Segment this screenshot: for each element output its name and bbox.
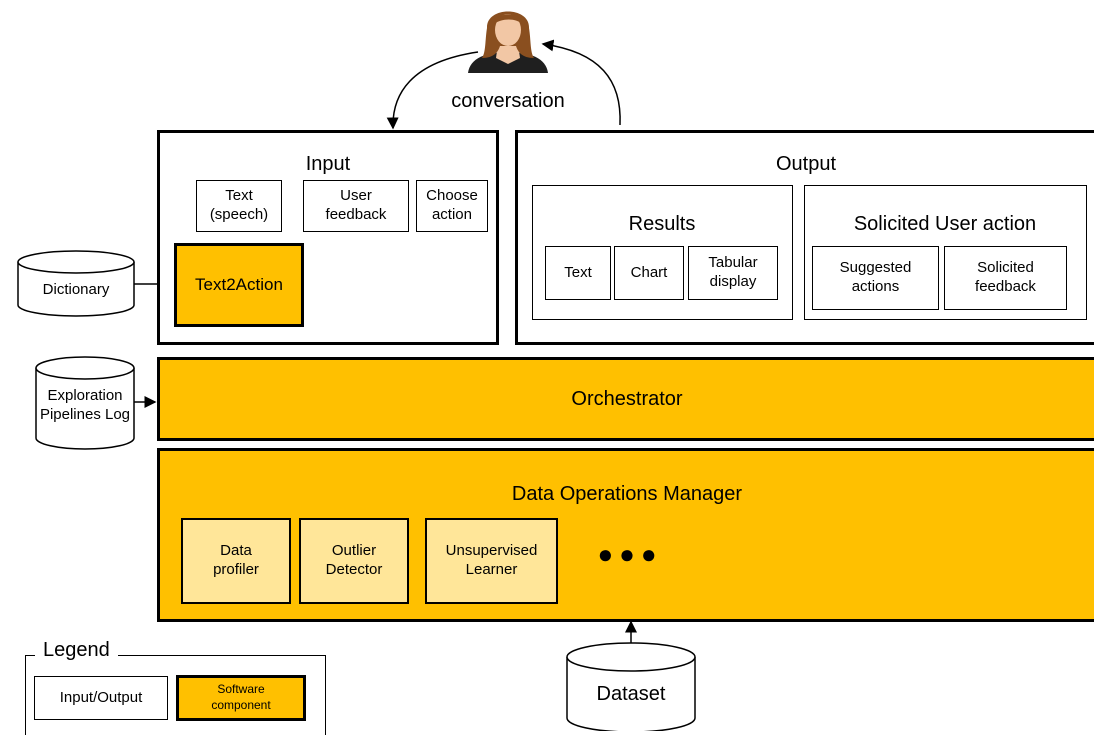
input-user-feedback-box: User feedback (303, 180, 409, 232)
solicited-feedback-box: Solicited feedback (944, 246, 1067, 310)
input-title: Input (305, 152, 351, 175)
dictionary-label: Dictionary (42, 280, 110, 298)
data-profiler-component: Data profiler (181, 518, 291, 604)
results-title: Results (628, 212, 696, 235)
input-choose-action-box: Choose action (416, 180, 488, 232)
output-title: Output (775, 152, 837, 175)
log-cylinder-icon (35, 356, 135, 450)
data-operations-manager: Data Operations Manager Data profiler Ou… (157, 448, 1094, 622)
result-chart-box: Chart (614, 246, 684, 300)
results-panel: Results Text Chart Tabular display (532, 185, 793, 320)
orchestrator-component: Orchestrator (157, 357, 1094, 441)
text2action-component: Text2Action (174, 243, 304, 327)
outlier-detector-component: Outlier Detector (299, 518, 409, 604)
legend-panel (25, 655, 326, 735)
conversation-label: conversation (451, 89, 565, 112)
input-text-speech-box: Text (speech) (196, 180, 282, 232)
legend-input-output: Input/Output (34, 676, 168, 720)
input-panel: Input Text (speech) User feedback Choose… (157, 130, 499, 345)
dictionary-cylinder-icon (17, 250, 135, 317)
output-panel: Output Results Text Chart Tabular displa… (515, 130, 1094, 345)
solicited-panel: Solicited User action Suggested actions … (804, 185, 1087, 320)
dom-title: Data Operations Manager (511, 482, 743, 505)
result-text-box: Text (545, 246, 611, 300)
legend-software-component: Software component (176, 675, 306, 721)
dataset-label: Dataset (596, 682, 666, 705)
legend-title: Legend (35, 637, 118, 663)
conversation-arrow-up (541, 39, 621, 126)
suggested-actions-box: Suggested actions (812, 246, 939, 310)
solicited-title: Solicited User action (853, 212, 1037, 235)
unsupervised-learner-component: Unsupervised Learner (425, 518, 558, 604)
more-components-ellipsis: ●●● (597, 538, 663, 569)
result-tabular-box: Tabular display (688, 246, 778, 300)
conversation-arrow-down (386, 51, 479, 130)
log-label: Exploration Pipelines Log (39, 387, 131, 423)
person-icon (468, 11, 548, 73)
dataset-cylinder-icon (566, 642, 696, 731)
